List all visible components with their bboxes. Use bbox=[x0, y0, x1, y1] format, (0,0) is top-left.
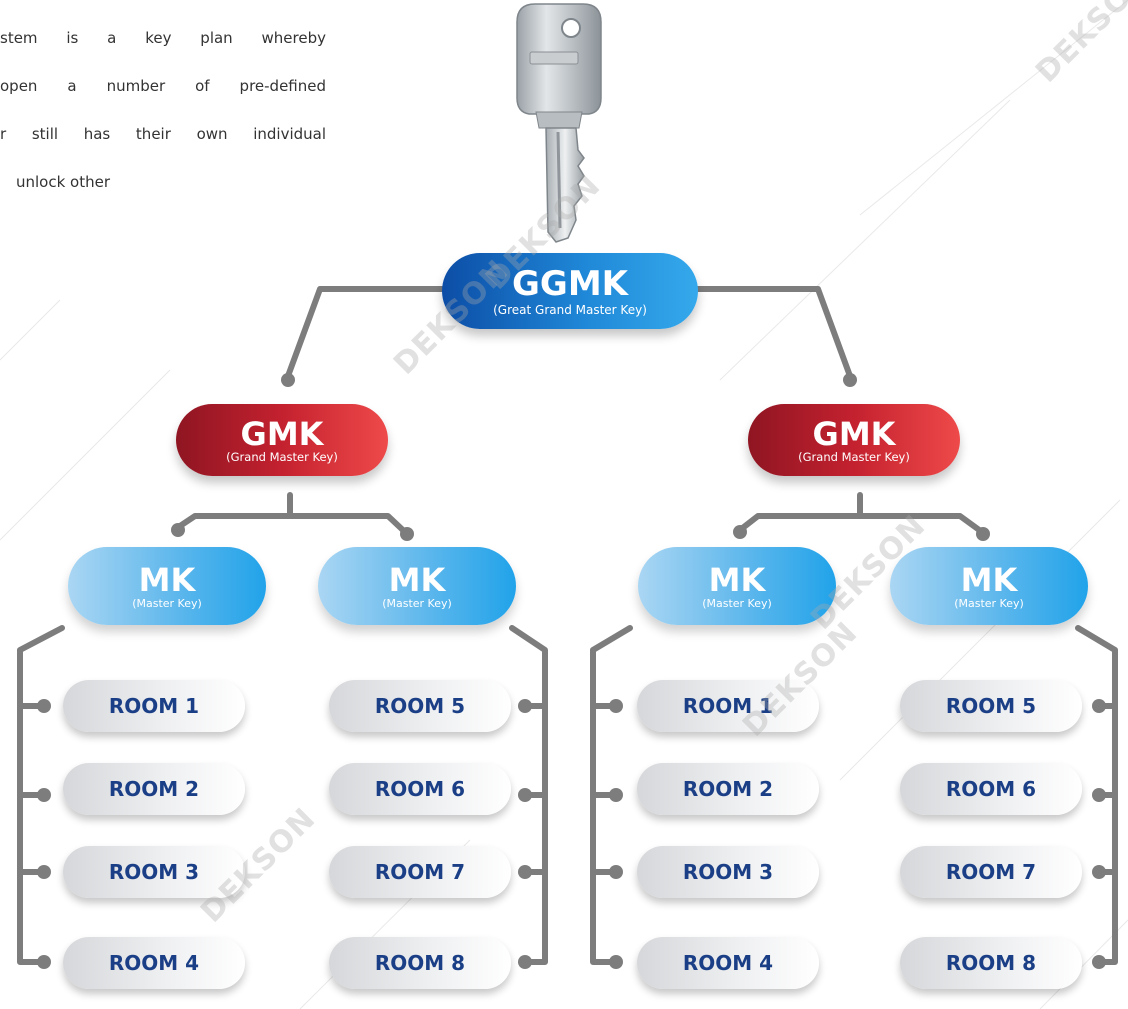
gmk-title: GMK bbox=[812, 414, 896, 453]
gmk-subtitle: (Grand Master Key) bbox=[226, 449, 338, 464]
room-node: ROOM 5 bbox=[900, 680, 1082, 732]
connector-lines bbox=[17, 286, 1118, 965]
intro-line: stem is a key plan whereby bbox=[0, 29, 326, 47]
mk-title: MK bbox=[388, 560, 446, 599]
room-node: ROOM 1 bbox=[63, 680, 245, 732]
gmk-node-left: GMK (Grand Master Key) bbox=[176, 404, 388, 476]
mk-title: MK bbox=[138, 560, 196, 599]
mk-subtitle: (Master Key) bbox=[702, 596, 772, 610]
room-node: ROOM 3 bbox=[63, 846, 245, 898]
key-illustration bbox=[516, 3, 602, 243]
ggmk-title: GGMK bbox=[512, 264, 628, 304]
intro-line: r still has their own individual bbox=[0, 125, 326, 143]
room-node: ROOM 8 bbox=[900, 937, 1082, 989]
room-node: ROOM 4 bbox=[63, 937, 245, 989]
room-node: ROOM 6 bbox=[900, 763, 1082, 815]
mk-node-2: MK (Master Key) bbox=[318, 547, 516, 625]
room-node: ROOM 4 bbox=[637, 937, 819, 989]
gmk-subtitle: (Grand Master Key) bbox=[798, 449, 910, 464]
gmk-node-right: GMK (Grand Master Key) bbox=[748, 404, 960, 476]
mk-subtitle: (Master Key) bbox=[382, 596, 452, 610]
mk-subtitle: (Master Key) bbox=[954, 596, 1024, 610]
intro-line: unlock other bbox=[16, 173, 111, 191]
ggmk-node: GGMK (Great Grand Master Key) bbox=[442, 253, 698, 329]
mk-title: MK bbox=[708, 560, 766, 599]
mk-node-1: MK (Master Key) bbox=[68, 547, 266, 625]
mk-node-4: MK (Master Key) bbox=[890, 547, 1088, 625]
room-node: ROOM 2 bbox=[637, 763, 819, 815]
gmk-title: GMK bbox=[240, 414, 324, 453]
room-node: ROOM 6 bbox=[329, 763, 511, 815]
intro-line: open a number of pre-defined bbox=[0, 77, 326, 95]
room-node: ROOM 7 bbox=[900, 846, 1082, 898]
connector-dots bbox=[37, 373, 1106, 969]
room-node: ROOM 7 bbox=[329, 846, 511, 898]
mk-node-3: MK (Master Key) bbox=[638, 547, 836, 625]
mk-title: MK bbox=[960, 560, 1018, 599]
room-node: ROOM 2 bbox=[63, 763, 245, 815]
mk-subtitle: (Master Key) bbox=[132, 596, 202, 610]
room-node: ROOM 3 bbox=[637, 846, 819, 898]
room-node: ROOM 8 bbox=[329, 937, 511, 989]
room-node: ROOM 5 bbox=[329, 680, 511, 732]
ggmk-subtitle: (Great Grand Master Key) bbox=[493, 303, 647, 317]
intro-paragraph: stem is a key plan whereby open a number… bbox=[0, 2, 326, 218]
room-node: ROOM 1 bbox=[637, 680, 819, 732]
